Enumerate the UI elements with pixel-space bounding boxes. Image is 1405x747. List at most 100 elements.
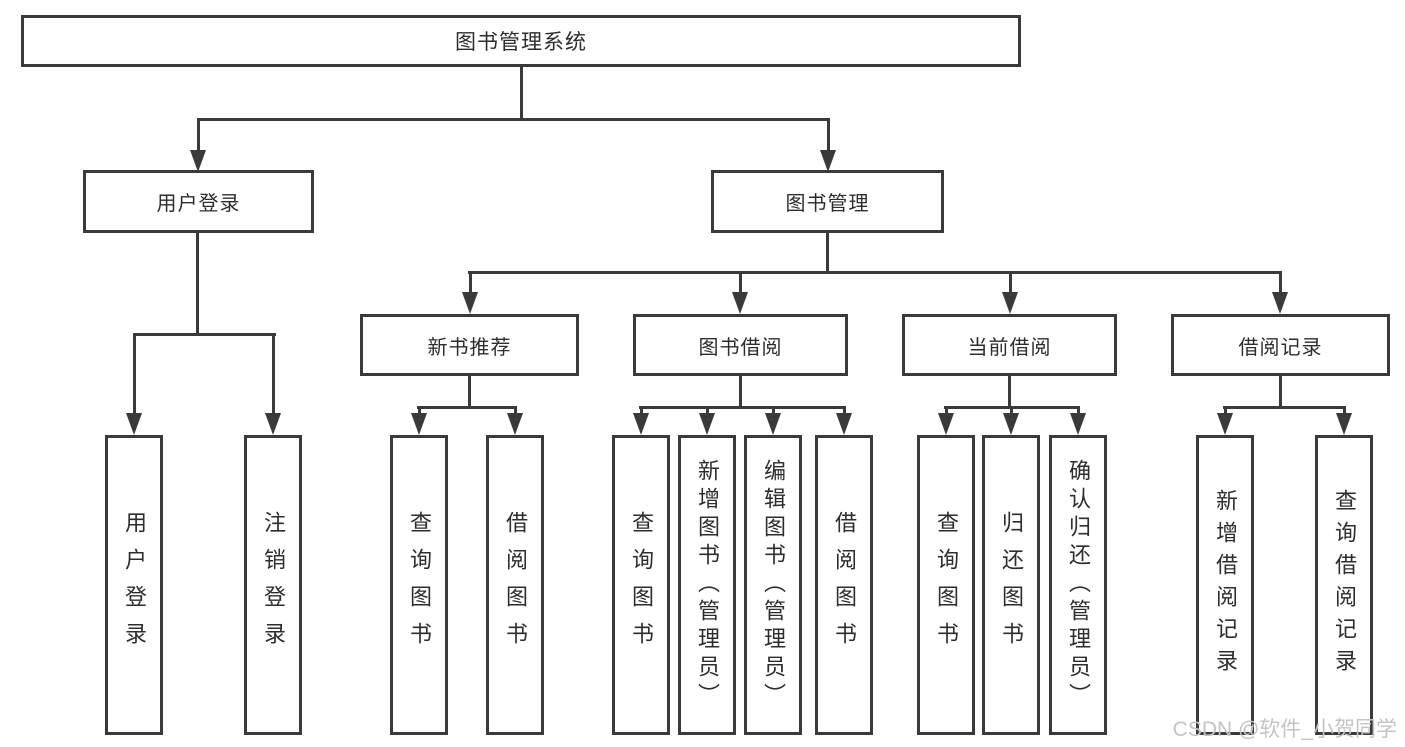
node-label: 用户登录 (122, 511, 147, 659)
connector-stem-book-management (826, 233, 829, 274)
node-label: 查询图书 (407, 511, 432, 659)
arrow-down-icon (765, 413, 781, 435)
csdn-watermark: CSDN @软件_小贺同学 (1172, 718, 1397, 741)
node-label: 用户登录 (156, 193, 241, 215)
arrow-to-leaf-borrow-books-2 (836, 406, 852, 435)
leaf-query-books-3: 查询图书 (917, 435, 975, 735)
arrow-shaft (771, 406, 775, 413)
leaf-logout: 注销登录 (244, 435, 302, 735)
connector-bus-book-borrow (639, 406, 846, 409)
arrow-shaft (1342, 406, 1346, 413)
node-book-borrow: 图书借阅 (633, 314, 848, 376)
arrow-to-leaf-query-books-2 (633, 406, 649, 435)
node-current-borrow: 当前借阅 (902, 314, 1117, 376)
connector-stem-current-borrow (1008, 376, 1011, 409)
arrow-down-icon (507, 413, 523, 435)
arrow-down-icon (1002, 292, 1018, 314)
arrow-down-icon (732, 292, 748, 314)
node-label: 借阅图书 (832, 511, 857, 659)
node-label: 编辑图书（管理员） (761, 459, 786, 711)
connector-stem-new-book (468, 376, 471, 409)
arrow-to-user-login (190, 118, 206, 172)
leaf-borrow-books-1: 借阅图书 (486, 435, 544, 735)
arrow-shaft (468, 271, 472, 292)
arrow-down-icon (190, 150, 206, 172)
connector-stem-borrow-records (1279, 376, 1282, 409)
connector-stem-root (520, 67, 523, 121)
node-label: 图书管理系统 (455, 31, 587, 54)
arrow-down-icon (411, 413, 427, 435)
arrow-to-leaf-query-books-3 (938, 406, 954, 435)
arrow-down-icon (126, 413, 142, 435)
node-label: 新增图书（管理员） (695, 459, 720, 711)
node-label: 查询图书 (629, 511, 654, 659)
arrow-shaft (271, 333, 275, 413)
arrow-to-leaf-return-books (1003, 406, 1019, 435)
leaf-query-borrow-record: 查询借阅记录 (1315, 435, 1373, 735)
arrow-to-leaf-logout (265, 333, 281, 435)
arrow-shaft (1008, 271, 1012, 292)
arrow-shaft (1076, 406, 1080, 413)
arrow-to-current-borrow (1002, 271, 1018, 314)
arrow-to-leaf-add-record (1217, 406, 1233, 435)
connector-stem-user-login (196, 233, 199, 336)
arrow-down-icon (1070, 413, 1086, 435)
arrow-shaft (738, 271, 742, 292)
arrow-down-icon (938, 413, 954, 435)
connector-bus-new-book (417, 406, 517, 409)
node-label: 图书借阅 (698, 336, 783, 359)
arrow-down-icon (1003, 413, 1019, 435)
arrow-shaft (417, 406, 421, 413)
leaf-add-borrow-record: 新增借阅记录 (1196, 435, 1254, 735)
arrow-to-borrow-records (1272, 271, 1288, 314)
arrow-to-leaf-edit-books (765, 406, 781, 435)
leaf-edit-books-admin: 编辑图书（管理员） (744, 435, 802, 735)
arrow-down-icon (1272, 292, 1288, 314)
arrow-to-leaf-login (126, 333, 142, 435)
connector-bus-root (197, 118, 829, 121)
leaf-confirm-return-admin: 确认归还（管理员） (1049, 435, 1107, 735)
arrow-shaft (842, 406, 846, 413)
arrow-to-new-book (462, 271, 478, 314)
arrow-to-leaf-add-books (699, 406, 715, 435)
node-label: 图书管理 (785, 193, 870, 215)
arrow-shaft (1009, 406, 1013, 413)
arrow-down-icon (1336, 413, 1352, 435)
leaf-return-books: 归还图书 (982, 435, 1040, 735)
node-label: 借阅记录 (1238, 336, 1323, 359)
arrow-shaft (826, 118, 830, 150)
node-label: 当前借阅 (967, 336, 1052, 359)
node-label: 查询图书 (934, 511, 959, 659)
node-label: 借阅图书 (503, 511, 528, 659)
arrow-to-book-borrow (732, 271, 748, 314)
node-label: 查询借阅记录 (1332, 489, 1357, 681)
arrow-to-leaf-query-record (1336, 406, 1352, 435)
arrow-down-icon (265, 413, 281, 435)
node-label: 注销登录 (261, 511, 286, 659)
connector-bus-user-login (133, 333, 276, 336)
arrow-down-icon (699, 413, 715, 435)
node-root-library-system: 图书管理系统 (21, 15, 1021, 67)
arrow-down-icon (1217, 413, 1233, 435)
node-label: 新书推荐 (427, 336, 512, 359)
leaf-user-login: 用户登录 (105, 435, 163, 735)
arrow-shaft (639, 406, 643, 413)
connector-stem-book-borrow (739, 376, 742, 409)
leaf-add-books-admin: 新增图书（管理员） (678, 435, 736, 735)
leaf-query-books-1: 查询图书 (390, 435, 448, 735)
arrow-to-leaf-borrow-books-1 (507, 406, 523, 435)
node-book-management: 图书管理 (711, 170, 944, 233)
leaf-borrow-books-2: 借阅图书 (815, 435, 873, 735)
node-new-book-recommend: 新书推荐 (360, 314, 579, 376)
arrow-shaft (944, 406, 948, 413)
arrow-shaft (132, 333, 136, 413)
arrow-down-icon (462, 292, 478, 314)
arrow-down-icon (836, 413, 852, 435)
arrow-shaft (1278, 271, 1282, 292)
arrow-down-icon (633, 413, 649, 435)
arrow-shaft (196, 118, 200, 150)
node-label: 归还图书 (999, 511, 1024, 659)
connector-bus-book-management (468, 271, 1281, 274)
arrow-to-book-management (820, 118, 836, 172)
